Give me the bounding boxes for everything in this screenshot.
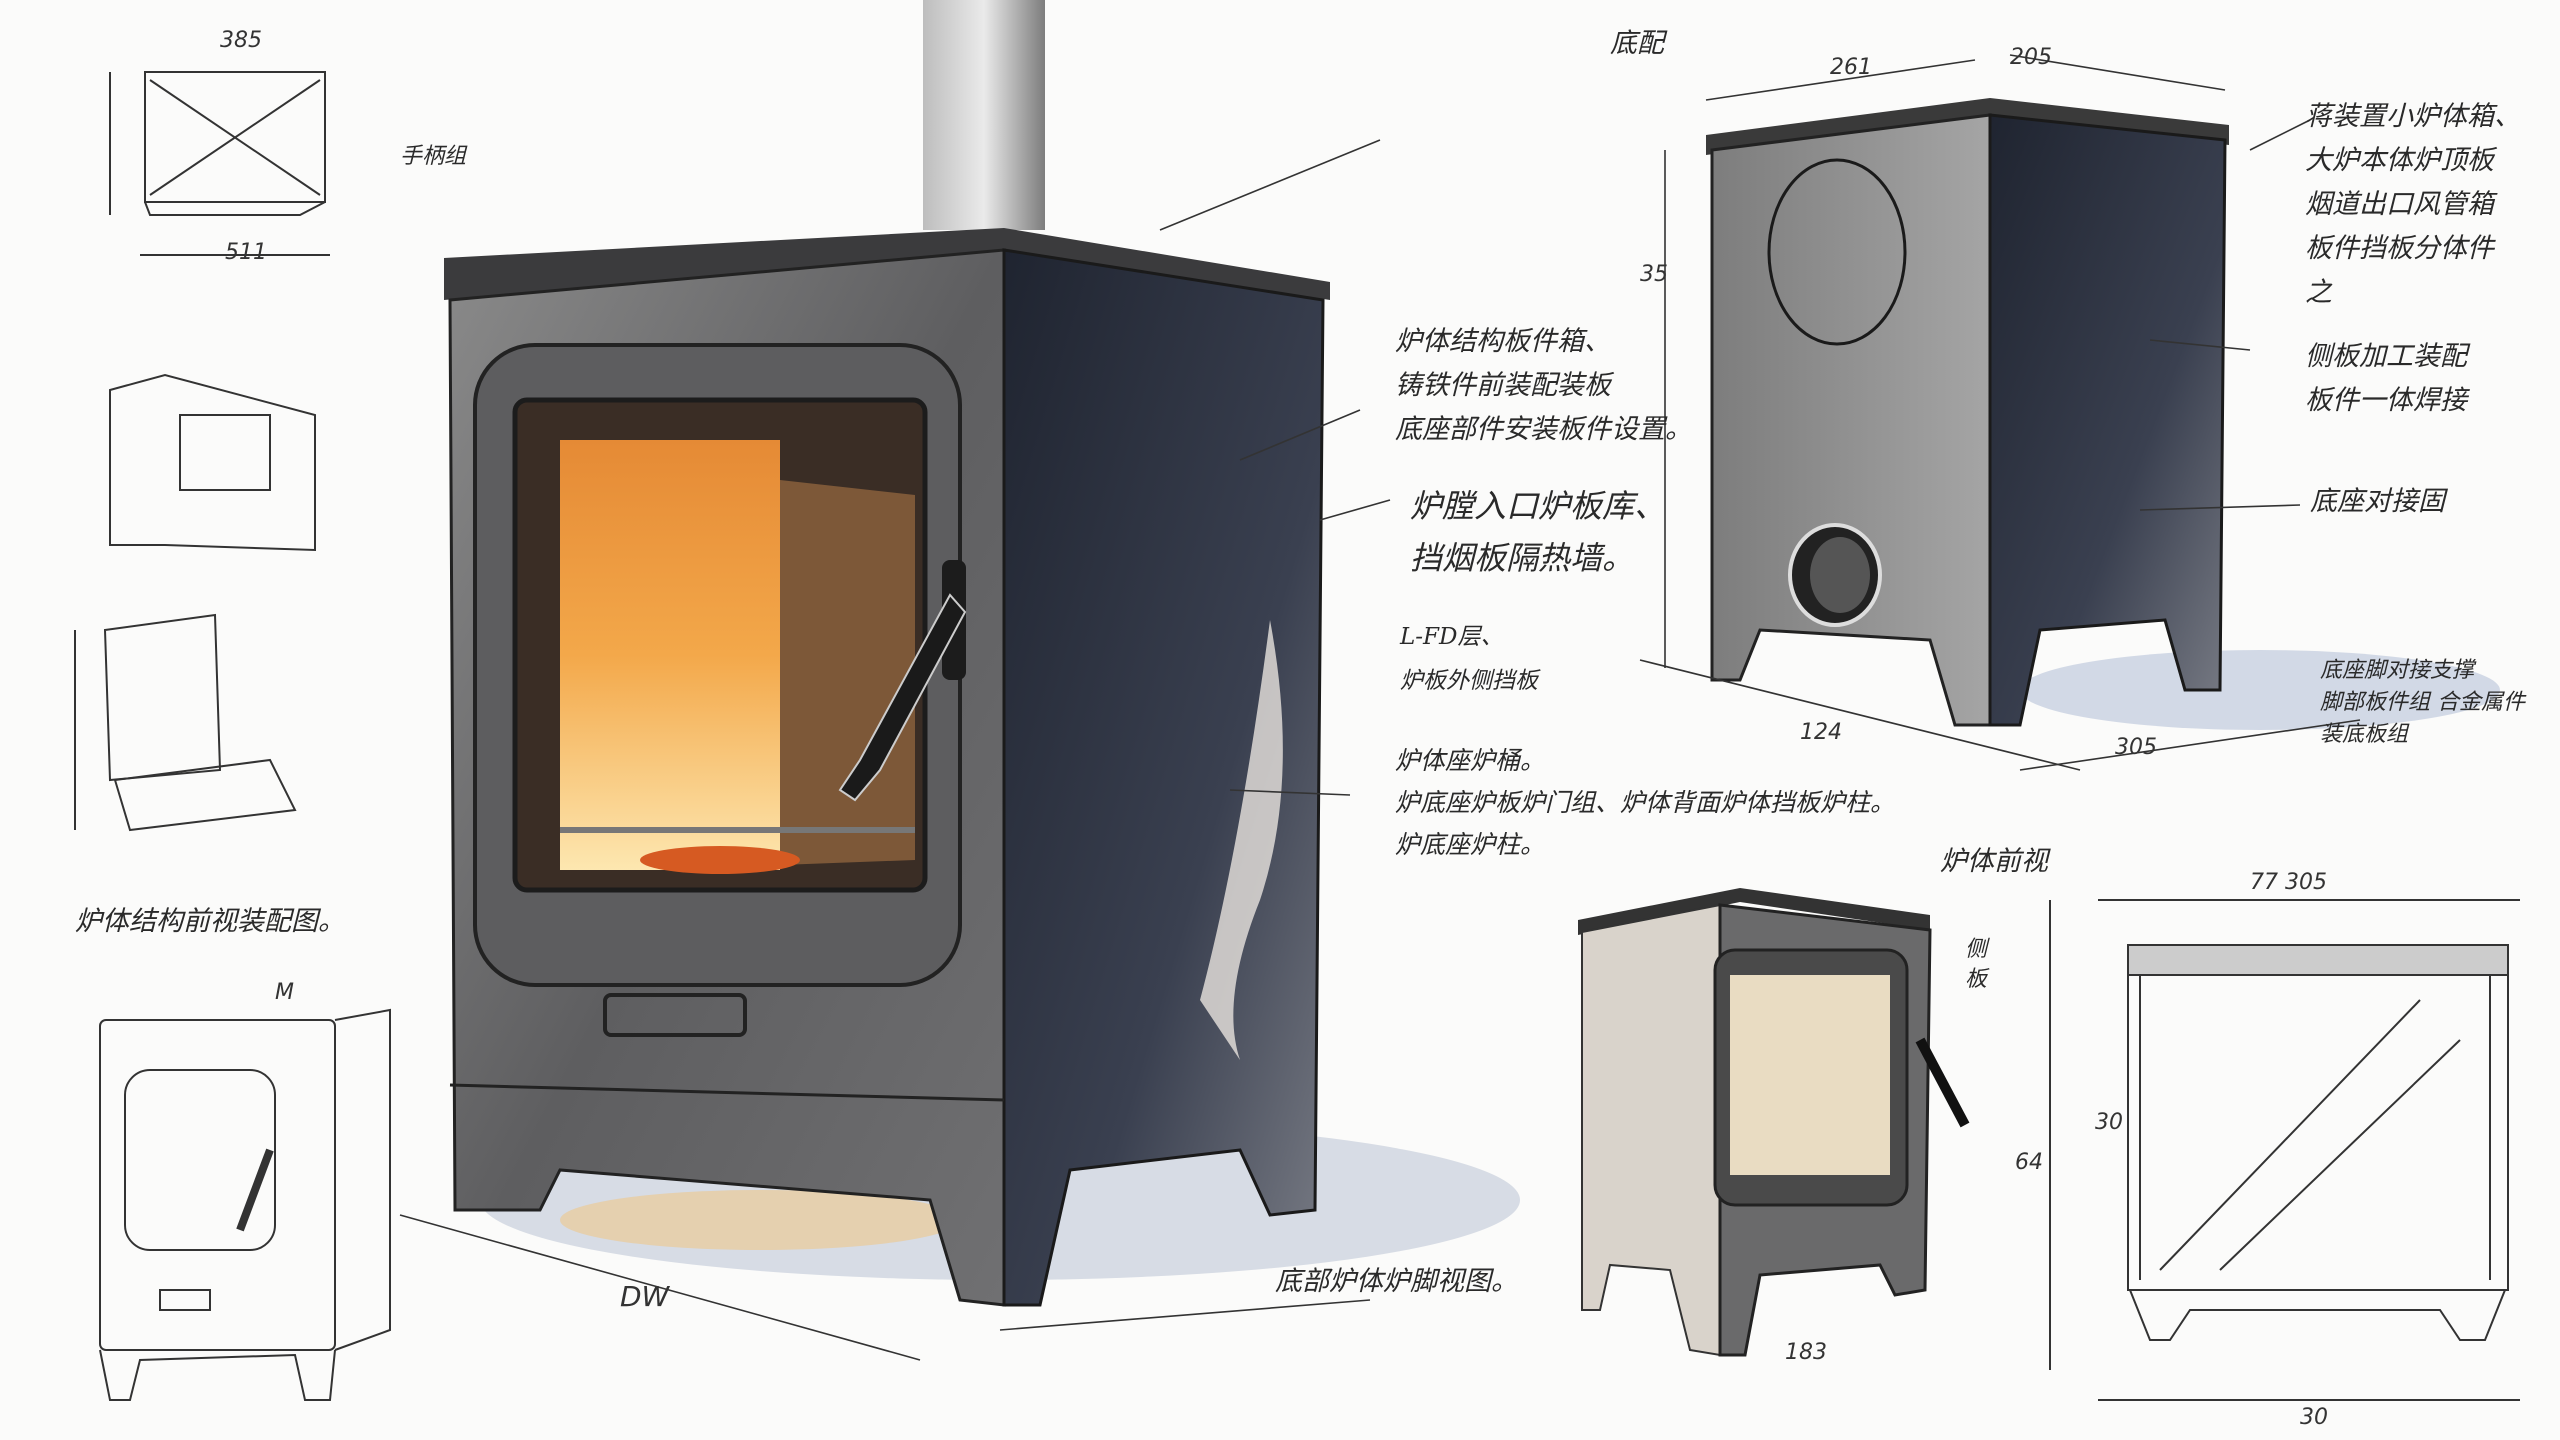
note-right-top: 蒋装置小炉体箱、 大炉本体炉顶板 烟道出口风管箱 板件挡板分体件 之 [2305,101,2521,308]
main-dimension-lines [399,119,2311,1361]
back-circle-plate [1767,158,1907,346]
flue-inner [1810,537,1870,613]
box-elevation-drawing [2049,899,2520,1401]
small-stove-handle [1915,1037,1970,1128]
dim-box-bottom: 30 [2300,1405,2328,1430]
back-stove-side [1988,113,2227,727]
note-center-2: 炉膛入口炉板库、 挡烟板隔热墙。 [1410,487,1667,577]
side-highlight [1200,620,1283,1060]
dim-right-width: 261 [1830,55,1872,80]
note-right-low: 底座对接固 [2310,486,2445,517]
back-stove-shadow [2020,650,2500,730]
dim-top-left-bottom: 511 [225,240,267,265]
dim-right-base-depth: 305 [2115,735,2157,760]
label-top-center: 底配 [1610,28,1664,59]
note-center-4: 炉体座炉桶。 炉底座炉板炉门组、炉体背面炉体挡板炉柱。 炉底座炉柱。 [1395,746,1896,859]
note-center-1: 炉体结构板件箱、 铸铁件前装配装板 底座部件安装板件设置。 [1395,326,1692,445]
small-stove-glass [1730,975,1890,1175]
small-stove-side [1581,903,1721,1357]
fire [560,440,780,870]
label-top-left: 手柄组 [400,144,467,169]
ash-pan-slot [603,993,747,1037]
note-center-3: L-FD层、 炉板外侧挡板 [1400,624,1538,694]
base-seam [449,1083,1005,1102]
embers [640,846,800,874]
dim-right-base: 124 [1800,720,1842,745]
stove-top [444,228,1330,300]
dim-box-inner: 30 [2095,1110,2123,1135]
label-small-stove: 炉体前视 [1940,846,2048,877]
dim-small-stove-base: 183 [1785,1340,1827,1365]
firebox-wall [780,480,915,865]
dim-main-base: DW [620,1280,670,1313]
caption-left: 炉体结构前视装配图。 [75,906,345,937]
left-orthographic-sketches [74,71,391,1401]
dim-box-height: 64 [2015,1150,2043,1175]
dim-left-bottom-top: M [275,980,294,1005]
back-stove-back [1710,113,1992,727]
stove-side [1002,248,1325,1307]
dim-right-depth: 205 [2010,45,2052,70]
floor-glow [560,1190,960,1250]
caption-bottom: 底部炉体炉脚视图。 [1275,1266,1518,1297]
note-right-mid: 侧板加工装配 板件一体焊接 [2305,341,2467,416]
label-small-stove-side: 侧 板 [1965,937,1988,992]
back-stove-top [1706,98,2229,155]
back-stove-dimension-lines [1639,54,2361,771]
dim-box-top: 77 305 [2250,870,2327,895]
chimney-pipe [923,0,1045,230]
dim-top-left-width: 385 [220,28,262,53]
small-stove-top [1578,888,1930,935]
door-handle [838,593,967,802]
note-right-foot: 底座脚对接支撑 脚部板件组 合金属件 装底板组 [2320,658,2525,747]
dim-right-height: 35 [1640,262,1668,287]
